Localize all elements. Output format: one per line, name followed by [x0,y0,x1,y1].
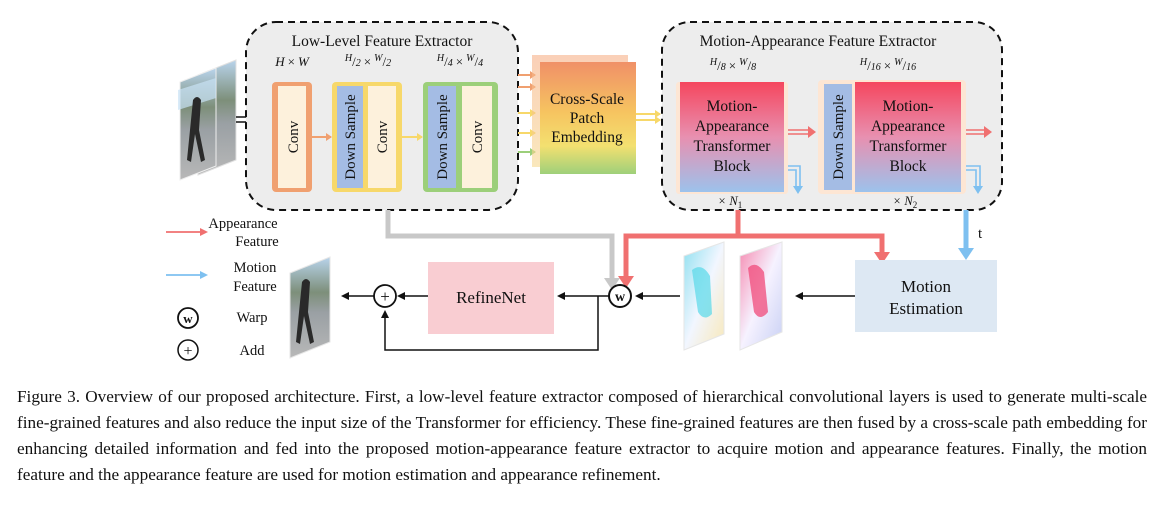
down-sample-label-1: Down Sample [343,94,359,180]
down-sample-label-2: Down Sample [435,94,451,180]
refinenet-box [428,262,554,334]
flow-visualization-images [683,241,783,351]
low-level-feature-extractor: Low-Level Feature Extractor H×W H/2×W/2 … [245,21,519,211]
motion-estimation-line-2: Estimation [889,299,963,318]
legend-motion-1: Motion [234,260,277,276]
down-sample-block-ma [824,84,852,190]
appearance-feature-arrows [618,210,890,288]
t-label: t [978,226,983,242]
svg-text:Appearance: Appearance [871,118,945,135]
dim-label-1: H×W [274,54,310,69]
motion-appearance-title: Motion-Appearance Feature Extractor [700,33,938,50]
input-frames-image [178,59,237,181]
patch-embedding-line-1: Cross-Scale [550,91,624,108]
motion-feature-arrow: t [958,210,983,260]
svg-text:Motion-: Motion- [883,98,934,115]
residual-loop [384,296,599,351]
legend: Appearance Feature Motion Feature w Warp… [166,216,279,361]
motion-estimation-box [855,260,997,332]
patch-embedding-line-2: Patch [570,110,605,127]
transformer-block-1 [680,82,784,192]
add-operator-symbol: + [380,287,390,306]
svg-text:+: + [183,343,192,360]
svg-text:Motion-: Motion- [707,98,758,115]
svg-text:Transformer: Transformer [694,138,772,155]
down-sample-label-3: Down Sample [831,94,847,180]
svg-text:Appearance: Appearance [695,118,769,135]
dim-label-3: H/4×W/4 [436,53,483,69]
figure-caption: Figure 3. Overview of our proposed archi… [17,387,1147,484]
svg-text:Block: Block [889,158,926,175]
repeat-n1: × N1 [718,194,742,210]
refinenet-label: RefineNet [456,288,526,307]
skip-connection-arrow [385,210,615,282]
feature-arrows-to-patch [518,71,536,156]
dim-label-4: H/8×W/8 [709,57,756,73]
motion-appearance-feature-extractor: Motion-Appearance Feature Extractor H/8×… [661,21,1003,211]
repeat-n2: × N2 [893,194,917,210]
conv-label-2: Conv [375,120,391,153]
svg-text:Block: Block [713,158,750,175]
legend-warp: Warp [236,310,267,326]
warp-operator-symbol: w [615,290,626,305]
conv-label-3: Conv [470,120,486,153]
dim-label-5: H/16×W/16 [859,57,916,73]
legend-appearance-1: Appearance [208,216,277,232]
legend-appearance-2: Feature [235,234,278,250]
legend-add: Add [240,343,266,359]
cross-scale-patch-embedding: Cross-Scale Patch Embedding [532,55,636,174]
patch-embedding-line-3: Embedding [551,129,623,146]
architecture-diagram: Low-Level Feature Extractor H×W H/2×W/2 … [166,21,1003,361]
svg-text:w: w [183,311,193,326]
legend-motion-2: Feature [233,279,276,295]
conv-label-1: Conv [286,120,302,153]
dim-label-2: H/2×W/2 [344,53,391,69]
motion-estimation-line-1: Motion [901,277,952,296]
low-level-title: Low-Level Feature Extractor [292,33,474,50]
transformer-block-2 [855,82,961,192]
output-frame-image [289,256,331,359]
svg-text:Transformer: Transformer [870,138,948,155]
